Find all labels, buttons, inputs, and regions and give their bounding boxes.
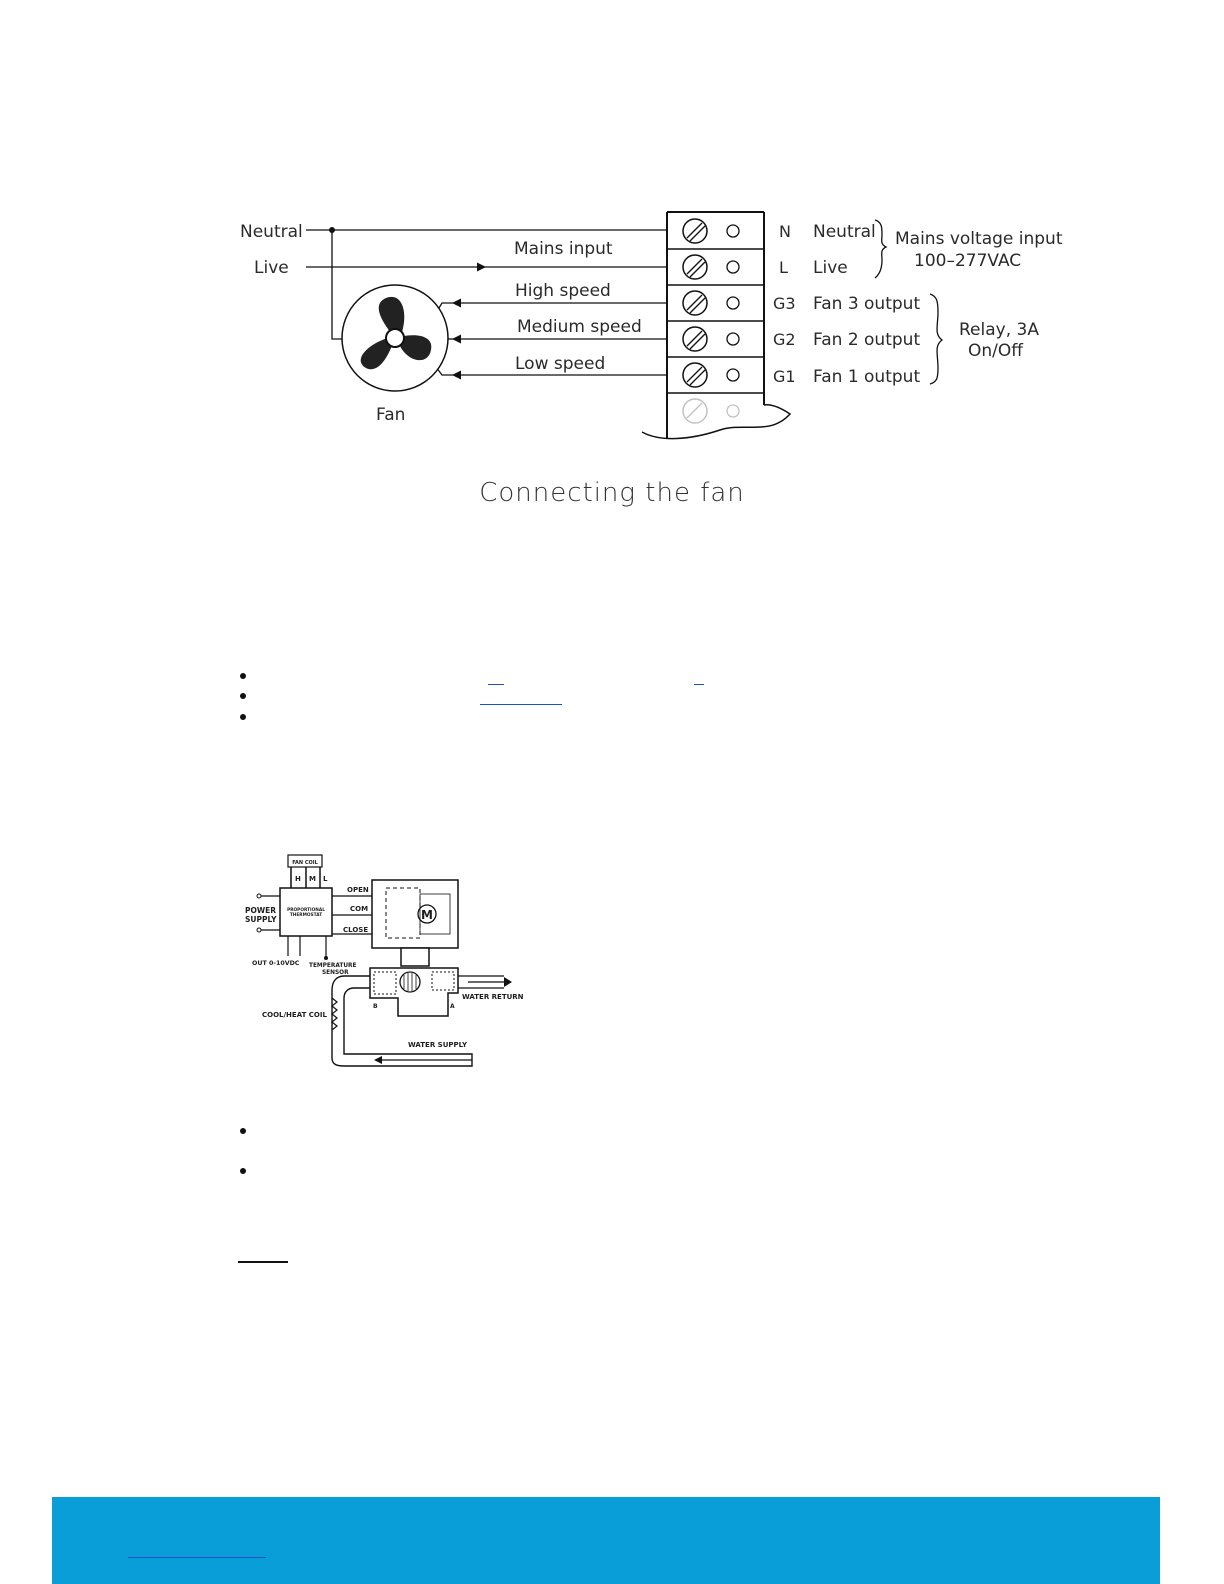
- port-a-label: A: [450, 1003, 455, 1010]
- water-supply-label: WATER SUPPLY: [408, 1041, 468, 1049]
- mains-voltage-title: Mains voltage input: [895, 229, 1063, 249]
- thermostat-label-2: THERMOSTAT: [290, 912, 322, 918]
- low-speed-label: Low speed: [515, 354, 605, 374]
- terminal-name-n: Neutral: [813, 222, 876, 242]
- valve-wiring-diagram: FAN COIL H M L PROPORTIONAL THERMOSTAT P…: [245, 854, 524, 1067]
- screw-g1: [682, 362, 740, 388]
- diagram-caption: Connecting the fan: [479, 478, 745, 508]
- screw-faded: [682, 398, 740, 424]
- terminal-block: [641, 211, 792, 440]
- high-speed-label: High speed: [515, 281, 611, 301]
- bullet: [240, 714, 246, 720]
- terminal-name-l: Live: [813, 258, 848, 278]
- temp-sensor-label-2: SENSOR: [322, 970, 349, 976]
- temp-sensor-label-1: TEMPERATURE: [309, 963, 357, 969]
- underline-heading-stub: [238, 1261, 288, 1263]
- terminal-code-g2: G2: [773, 330, 796, 349]
- terminal-name-g1: Fan 1 output: [813, 367, 920, 387]
- relay-mode: On/Off: [968, 341, 1024, 361]
- wires: [306, 227, 667, 380]
- power-supply-label-1: POWER: [245, 906, 276, 915]
- screw-l: [682, 254, 740, 280]
- power-supply-label-2: SUPPLY: [245, 915, 277, 924]
- mains-input-label: Mains input: [514, 239, 613, 259]
- port-b-label: B: [373, 1003, 378, 1010]
- inline-link-stub[interactable]: [694, 684, 704, 685]
- terminal-code-l: L: [779, 258, 788, 277]
- close-label: CLOSE: [343, 926, 368, 934]
- terminal-name-g2: Fan 2 output: [813, 330, 920, 350]
- bullet: [240, 693, 246, 699]
- neutral-label: Neutral: [240, 222, 303, 242]
- fan-wiring-diagram: Neutral Live Fan Mains input High speed …: [240, 211, 1063, 440]
- footer-link-stub[interactable]: [128, 1557, 266, 1558]
- water-return-label: WATER RETURN: [462, 993, 524, 1001]
- mains-brace: [874, 219, 888, 279]
- open-label: OPEN: [347, 886, 369, 894]
- cool-heat-coil-label: COOL/HEAT COIL: [262, 1011, 327, 1019]
- relay-title: Relay, 3A: [959, 320, 1039, 340]
- terminal-name-g3: Fan 3 output: [813, 294, 920, 314]
- inline-link-stub[interactable]: [480, 704, 562, 705]
- relay-brace: [929, 293, 944, 385]
- terminal-code-g1: G1: [773, 367, 796, 386]
- medium-speed-label: Medium speed: [517, 317, 642, 337]
- speed-l: L: [323, 875, 328, 883]
- mains-voltage-range: 100–277VAC: [914, 251, 1021, 271]
- speed-h: H: [295, 875, 301, 883]
- speed-m: M: [309, 875, 316, 883]
- fan-coil-label: FAN COIL: [292, 860, 318, 866]
- bullet: [240, 1128, 246, 1134]
- inline-link-stub[interactable]: [488, 684, 504, 685]
- out-label: OUT 0-10VDC: [252, 960, 300, 967]
- bullet: [240, 1168, 246, 1174]
- com-label: COM: [350, 905, 368, 913]
- screw-g2: [682, 326, 740, 352]
- motor-label: M: [421, 908, 433, 922]
- fan-icon: [341, 284, 449, 392]
- live-label: Live: [254, 258, 289, 278]
- thermostat-label-1: PROPORTIONAL: [287, 907, 325, 913]
- terminal-code-n: N: [779, 222, 791, 241]
- terminal-code-g3: G3: [773, 294, 796, 313]
- screw-n: [682, 218, 740, 244]
- fan-label: Fan: [376, 405, 405, 425]
- bullet: [240, 673, 246, 679]
- screw-g3: [682, 290, 740, 316]
- footer-band: [52, 1497, 1160, 1584]
